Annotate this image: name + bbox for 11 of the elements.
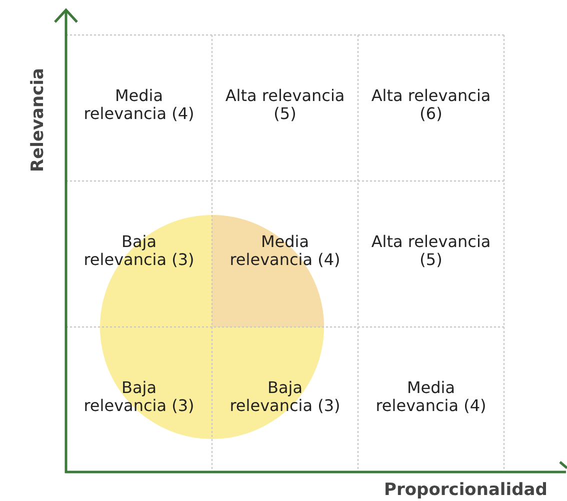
relevance-label: Baja relevancia (3) [79,233,199,269]
y-axis-title: Relevancia [28,68,48,172]
relevance-label: Alta relevancia (6) [371,87,491,123]
relevance-label: Alta relevancia (5) [371,233,491,269]
relevance-label: Alta relevancia (5) [225,87,345,123]
relevance-label: Media relevancia (4) [371,379,491,415]
x-axis-title: Proporcionalidad [384,480,548,500]
relevance-label: Media relevancia (4) [225,233,345,269]
relevance-label: Media relevancia (4) [79,87,199,123]
relevance-label: Baja relevancia (3) [79,379,199,415]
relevance-label: Baja relevancia (3) [225,379,345,415]
